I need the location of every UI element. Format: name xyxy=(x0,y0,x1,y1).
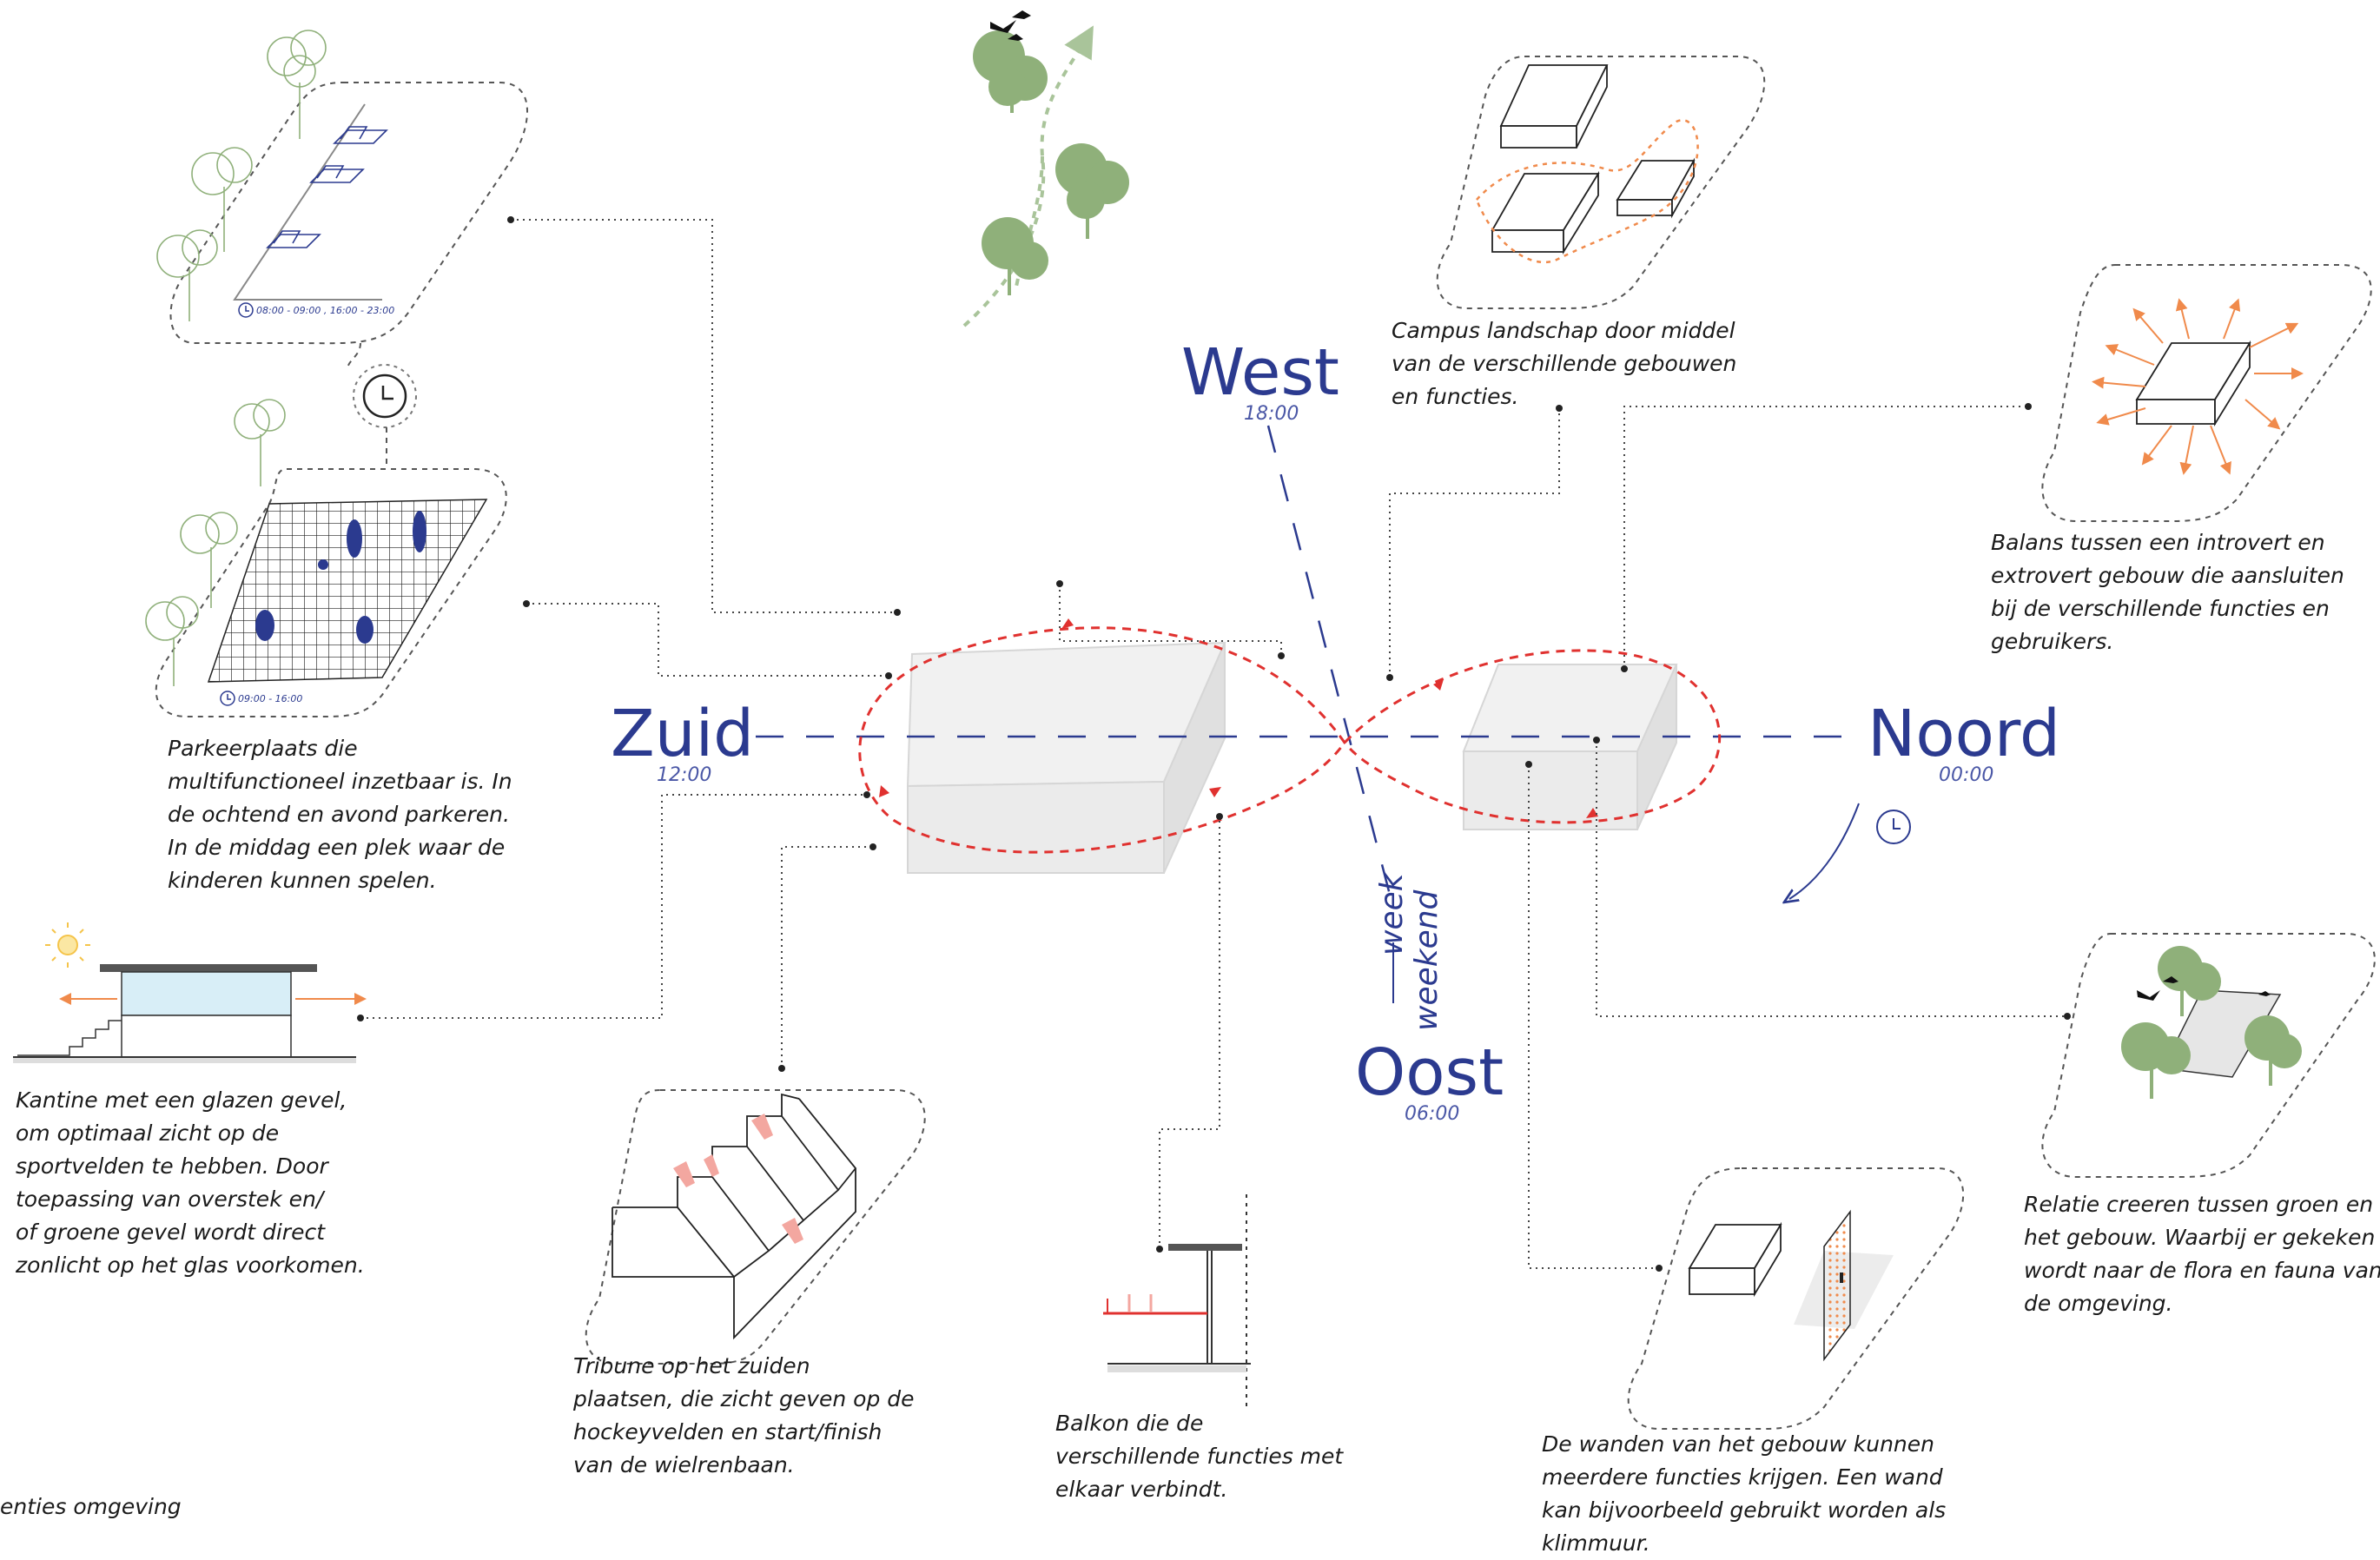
caption-wanden: De wanden van het gebouw kunnen meerdere… xyxy=(1542,1431,1947,1556)
balans-vignette xyxy=(2041,264,2372,522)
parking-hours: 08:00 - 09:00 , 16:00 - 23:00 xyxy=(256,305,394,316)
wanden-block xyxy=(1688,1221,1782,1298)
clock-icon xyxy=(1876,810,1911,844)
tree-icons-play xyxy=(145,399,286,686)
green-tree-icons xyxy=(973,30,1129,295)
infinity-circulation-path xyxy=(858,626,1722,854)
central-buildings xyxy=(906,641,1678,874)
time-switch xyxy=(347,342,417,465)
caption-campus: Campus landschap door middel van de vers… xyxy=(1392,318,1737,409)
sun-icon xyxy=(45,922,90,968)
west-east-axis xyxy=(1266,425,1392,896)
caption-kantine: Kantine met een glazen gevel, om optimaa… xyxy=(16,1087,365,1278)
footer-fragment: enties omgeving xyxy=(0,1494,182,1519)
balkon-section xyxy=(1103,1194,1251,1407)
ecological-corridor xyxy=(962,10,1129,327)
direction-west-label: West xyxy=(1181,335,1339,410)
caption-parkeerplaats: Parkeerplaats die multifunctioneel inzet… xyxy=(168,736,512,893)
relatie-vignette xyxy=(2041,933,2376,1178)
tree-icons-parking xyxy=(156,30,327,321)
bird-icons xyxy=(990,10,1031,41)
caption-balkon: Balkon die de verschillende functies met… xyxy=(1055,1411,1344,1502)
play-hours: 09:00 - 16:00 xyxy=(238,693,302,704)
south-building-volume xyxy=(906,641,1226,874)
west-time: 18:00 xyxy=(1244,403,1299,425)
balans-block xyxy=(2135,340,2251,427)
clock-icon xyxy=(220,691,235,706)
wanden-vignette xyxy=(1627,1167,1965,1430)
parking-vignette: 08:00 - 09:00 , 16:00 - 23:00 xyxy=(156,30,528,345)
oost-time: 06:00 xyxy=(1405,1103,1460,1125)
weekend-label: weekend xyxy=(1409,889,1445,1031)
zuid-time: 12:00 xyxy=(657,764,712,786)
tribune-vignette xyxy=(585,1089,926,1365)
caption-relatie: Relatie creeren tussen groen en het gebo… xyxy=(2024,1192,2380,1316)
clock-icon xyxy=(362,373,407,419)
north-building-volume xyxy=(1462,664,1678,830)
bird-icons xyxy=(2137,976,2271,1001)
leader-lines xyxy=(357,216,2071,1272)
direction-noord-label: Noord xyxy=(1868,697,2060,771)
rotation-arrow xyxy=(1789,803,1860,899)
radiating-arrows xyxy=(2092,298,2304,475)
play-field-vignette: 09:00 - 16:00 xyxy=(145,399,507,717)
chair-icons xyxy=(673,1114,803,1244)
caption-tribune: Tribune op het zuiden plaatsen, die zich… xyxy=(573,1353,915,1477)
direction-zuid-label: Zuid xyxy=(611,697,755,771)
clock-icon xyxy=(238,302,254,318)
campus-vignette xyxy=(1436,56,1766,309)
player-figures xyxy=(255,511,426,644)
noord-time: 00:00 xyxy=(1939,764,1994,786)
week-weekend-divider xyxy=(1392,942,1394,1003)
campus-blocks xyxy=(1491,64,1696,255)
kantine-section xyxy=(13,922,367,1063)
green-tree-icons xyxy=(2121,946,2302,1099)
car-icons xyxy=(266,126,388,248)
caption-balans: Balans tussen een introvert en extrovert… xyxy=(1991,530,2344,654)
circulation-arrows xyxy=(879,618,1598,818)
direction-oost-label: Oost xyxy=(1355,1035,1504,1110)
tribune-steps xyxy=(612,1093,857,1340)
